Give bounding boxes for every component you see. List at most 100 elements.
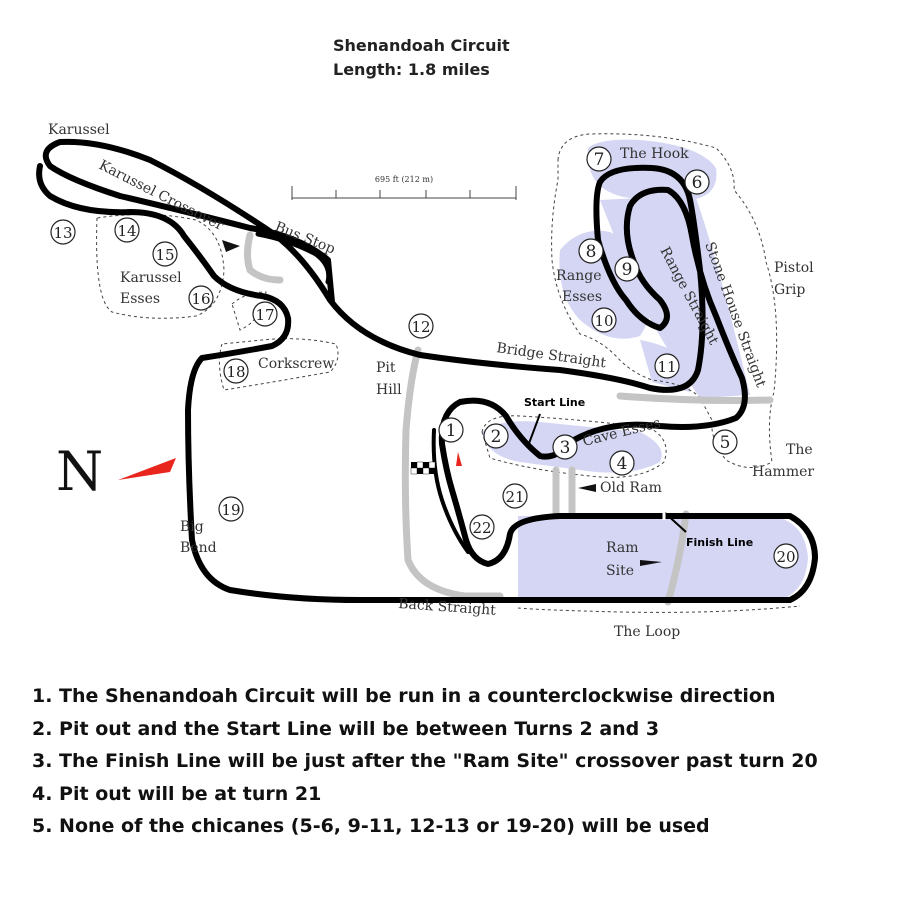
turn-circle	[152, 241, 178, 267]
turn-7-marker: 7	[586, 146, 612, 172]
label-pit-hill-1: Pit	[376, 360, 396, 376]
label-old-ram: Old Ram	[600, 480, 662, 496]
karussel-crossover-road	[244, 231, 284, 284]
turn-21-marker: 21	[502, 483, 528, 509]
turn-10-marker: 10	[591, 307, 617, 333]
turn-number: 16	[191, 290, 210, 308]
turn-18-marker: 18	[223, 358, 249, 384]
turn-number: 11	[657, 358, 676, 376]
north-arrow-icon	[118, 458, 176, 480]
turn-number: 6	[692, 173, 703, 193]
circuit-length: Length: 1.8 miles	[333, 60, 490, 79]
turn-number: 4	[617, 454, 628, 474]
turn-circle	[578, 238, 604, 264]
turn-circle	[712, 429, 738, 455]
north-letter: N	[56, 440, 103, 503]
turn-number: 15	[155, 246, 174, 264]
turn-5-marker: 5	[712, 429, 738, 455]
turn-3-marker: 3	[552, 434, 578, 460]
turn-number: 1	[446, 421, 457, 441]
label-big-bend-1: Big	[180, 519, 204, 535]
ram-site-arrow-icon	[640, 560, 662, 566]
turn-number: 3	[560, 438, 571, 458]
turn-circle	[218, 496, 244, 522]
turn-number: 8	[586, 242, 597, 262]
turn-circle	[654, 353, 680, 379]
turn-circle	[50, 219, 76, 245]
old-ram-arrow-icon	[578, 484, 596, 492]
turn-4-marker: 4	[609, 450, 635, 476]
label-range-esses-1: Range	[556, 268, 601, 284]
turn-8-marker: 8	[578, 238, 604, 264]
turn-19-marker: 19	[218, 496, 244, 522]
finish-line-marker	[663, 511, 687, 533]
turn-circle	[223, 358, 249, 384]
turn-14-marker: 14	[114, 217, 140, 243]
track-map: N 695 ft (212 m) Karussel Karussel Cross…	[36, 122, 818, 640]
label-big-bend-2: Bend	[180, 540, 217, 556]
start-line-marker	[527, 413, 541, 447]
checkered-flag-icon	[410, 461, 436, 475]
turn-13-marker: 13	[50, 219, 76, 245]
turn-circle	[591, 307, 617, 333]
rule-item: 2. Pit out and the Start Line will be be…	[32, 717, 660, 740]
turn-number: 19	[221, 501, 240, 519]
turn-circle	[408, 313, 434, 339]
turn-1-marker: 1	[438, 417, 464, 443]
scale-label: 695 ft (212 m)	[375, 175, 433, 184]
turn-circle	[188, 285, 214, 311]
turn-number: 14	[117, 222, 136, 240]
turn-circle	[252, 301, 278, 327]
turn-number: 21	[505, 488, 524, 506]
label-pit-hill-2: Hill	[376, 382, 402, 398]
pit-lane-main	[401, 346, 504, 600]
label-pistol-grip-2: Grip	[774, 282, 805, 298]
start-marker-icon	[456, 452, 462, 466]
label-ram-site-1: Ram	[606, 540, 638, 556]
label-karussel: Karussel	[48, 122, 110, 138]
turn-circle	[773, 543, 799, 569]
turn-number: 5	[720, 433, 731, 453]
turn-12-marker: 12	[408, 313, 434, 339]
turn-number: 22	[472, 519, 491, 537]
label-ram-site-2: Site	[606, 563, 634, 579]
turn-circle	[609, 450, 635, 476]
turn-9-marker: 9	[614, 256, 640, 282]
label-karussel-esses-2: Esses	[120, 291, 160, 307]
turn-circle	[502, 483, 528, 509]
label-back-straight: Back Straight	[398, 596, 497, 619]
label-the-hammer-1: The	[786, 442, 813, 458]
label-the-hook: The Hook	[620, 146, 689, 162]
label-the-hammer-2: Hammer	[752, 464, 814, 480]
turn-number: 7	[594, 150, 605, 170]
turn-20-marker: 20	[773, 543, 799, 569]
turn-circle	[552, 434, 578, 460]
race-rules-list: 1. The Shenandoah Circuit will be run in…	[32, 680, 818, 843]
pit-lane	[244, 231, 774, 606]
turn-6-marker: 6	[684, 169, 710, 195]
label-pistol-grip-1: Pistol	[774, 260, 814, 276]
turn-22-marker: 22	[469, 514, 495, 540]
label-range-esses-2: Esses	[562, 289, 602, 305]
ram-site-crossover-road	[664, 510, 690, 606]
karussel-arrow-icon	[222, 240, 240, 252]
turn-number: 10	[594, 312, 613, 330]
label-corkscrew: Corkscrew	[258, 356, 334, 372]
label-start-line: Start Line	[524, 396, 585, 409]
range-crossover-road	[616, 392, 774, 404]
turn-circle	[586, 146, 612, 172]
turn-circle	[483, 423, 509, 449]
rule-item: 3. The Finish Line will be just after th…	[32, 750, 818, 772]
label-finish-line: Finish Line	[686, 536, 753, 549]
turn-15-marker: 15	[152, 241, 178, 267]
old-ram-road	[552, 466, 576, 516]
turn-number: 2	[491, 427, 502, 447]
zone-ram-site	[518, 516, 780, 602]
label-the-loop: The Loop	[614, 624, 680, 640]
label-karussel-esses-1: Karussel	[120, 270, 182, 286]
turn-circle	[114, 217, 140, 243]
turn-16-marker: 16	[188, 285, 214, 311]
turn-11-marker: 11	[654, 353, 680, 379]
